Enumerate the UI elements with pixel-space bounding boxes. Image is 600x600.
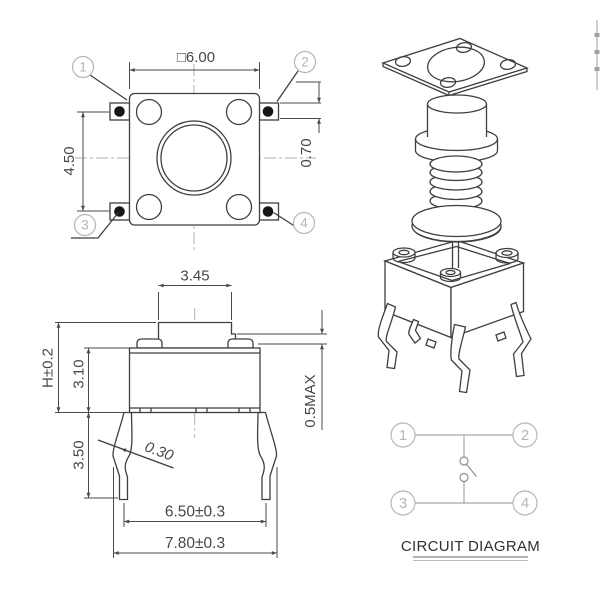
corner-hole-3	[135, 193, 163, 221]
dim-pitch: 4.50	[61, 111, 109, 212]
terminal-4: 4	[521, 495, 529, 512]
plunger-stem	[157, 321, 237, 349]
callout-2: 2	[301, 55, 309, 70]
dim-standoff: 0.5MAX	[237, 310, 327, 430]
spring	[429, 155, 483, 210]
dim-body-height: 3.10	[71, 347, 129, 413]
frame-edge-mark	[594, 20, 600, 90]
shoulder-bump-right	[227, 338, 254, 349]
leg-left	[112, 411, 133, 501]
callout-circle-4	[292, 211, 316, 235]
terminal-circle-4	[512, 490, 538, 516]
dim-stem-width-label: 3.45	[180, 268, 209, 285]
dim-leg-length-label: 3.50	[71, 440, 88, 469]
terminal-dot-2	[262, 106, 274, 117]
iso-leg-right	[510, 301, 532, 378]
button-inner-circle	[160, 124, 228, 192]
dim-span-outer-label: 7.80±0.3	[165, 535, 225, 552]
dim-total-height-label: H±0.2	[40, 348, 57, 388]
corner-hole-1	[135, 98, 163, 126]
dim-leg-length: 3.50	[71, 412, 118, 499]
corner-hole-2	[225, 98, 253, 126]
callout-3: 3	[81, 218, 89, 233]
terminal-dot-4	[262, 206, 274, 217]
plate-center-hole	[427, 46, 485, 83]
dim-body-height-label: 3.10	[71, 359, 88, 388]
terminal-circle-1	[390, 422, 416, 448]
top-view: □6.00 4.50 0.70 1	[61, 49, 321, 252]
cover-plate	[381, 37, 529, 97]
exploded-view	[377, 37, 532, 394]
side-view: 3.45 H±0.2 3.10 3.50 0.30	[40, 268, 327, 558]
dim-tab-height: 0.70	[280, 81, 321, 168]
callout-4: 4	[300, 216, 308, 231]
shoulder-bump-left	[136, 338, 163, 349]
dim-tab-height-label: 0.70	[298, 138, 315, 167]
terminal-circle-2	[512, 422, 538, 448]
callout-circle-2	[293, 50, 317, 74]
dim-leg-thickness-label: 0.30	[142, 438, 176, 464]
iso-leg-back	[408, 318, 422, 344]
plunger	[414, 94, 499, 163]
callout-1: 1	[79, 60, 87, 75]
dim-stem-width: 3.45	[158, 268, 232, 320]
dim-pitch-label: 4.50	[61, 146, 78, 175]
iso-leg-left	[377, 302, 398, 370]
callout-circle-3	[73, 213, 97, 237]
dim-standoff-label: 0.5MAX	[302, 374, 319, 427]
dim-width-label: □6.00	[177, 49, 215, 66]
dome-disc	[411, 204, 502, 243]
dim-leg-thickness: 0.30	[97, 438, 176, 469]
terminal-2: 2	[521, 427, 529, 444]
switch-lever	[466, 463, 477, 477]
switch-body-side	[128, 347, 261, 414]
circuit-diagram: 1 2 3 4 CIRCUIT DIAGRAM	[390, 422, 540, 561]
corner-bosses	[392, 247, 519, 283]
callout-circle-1	[71, 55, 95, 79]
base-plate-ticks	[139, 408, 251, 413]
terminal-circle-3	[390, 490, 416, 516]
switch-contact-upper	[459, 456, 469, 466]
base-housing	[377, 236, 532, 394]
dim-span-outer: 7.80±0.3	[113, 467, 278, 558]
terminal-dot-1	[114, 106, 125, 117]
base-right-face	[450, 262, 525, 339]
pin-callouts: 1 2 3 4	[71, 50, 317, 239]
button-outer-circle	[156, 120, 232, 196]
dim-span-inner-label: 6.50±0.3	[165, 504, 225, 521]
terminal-3: 3	[399, 495, 407, 512]
leg-right	[256, 411, 278, 501]
circuit-diagram-title: CIRCUIT DIAGRAM	[401, 538, 540, 555]
terminal-1: 1	[399, 427, 407, 444]
switch-contact-lower	[459, 472, 469, 483]
iso-leg-front	[450, 323, 471, 394]
dim-total-height: H±0.2	[40, 322, 156, 413]
dim-span-inner: 6.50±0.3	[123, 503, 267, 527]
dim-width: □6.00	[129, 49, 260, 89]
corner-hole-4	[225, 193, 253, 221]
